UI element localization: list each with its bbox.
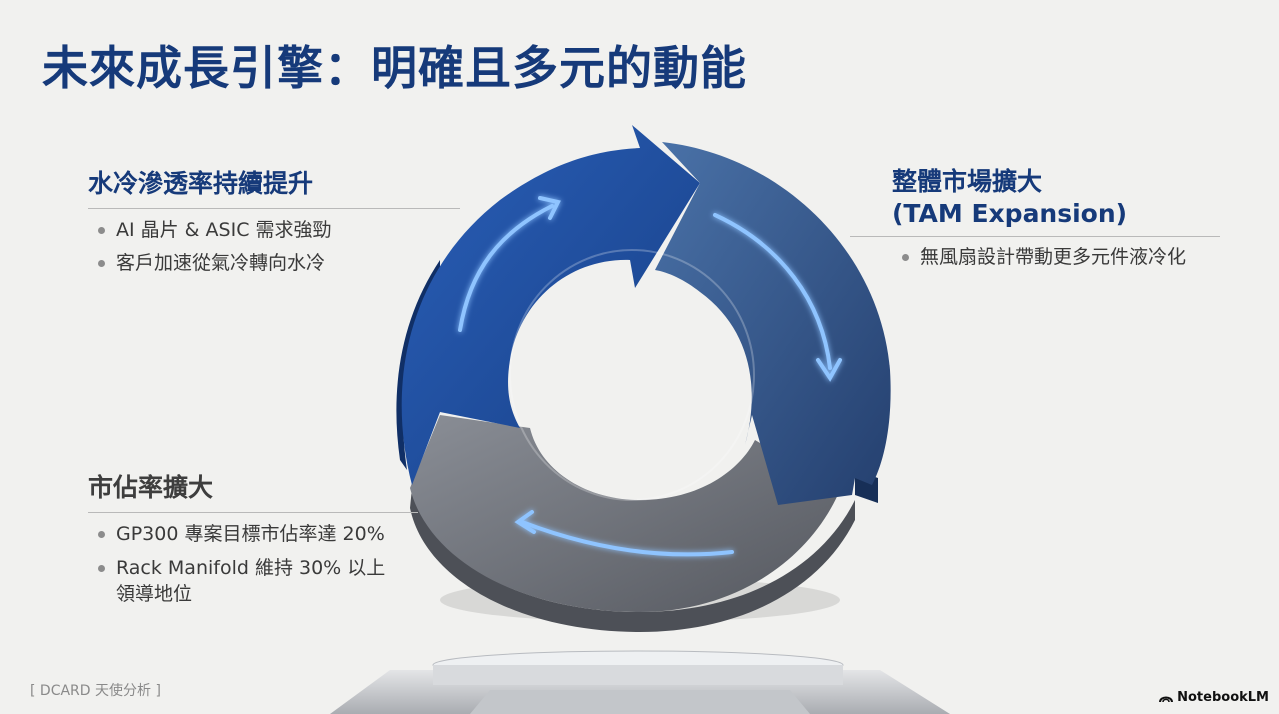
bullet-dot-icon	[98, 227, 105, 234]
divider-market-share	[88, 512, 418, 513]
pedestal	[330, 650, 950, 714]
list-item: 無風扇設計帶動更多元件液冷化	[896, 241, 1186, 274]
bullet-dot-icon	[98, 260, 105, 267]
bullets-tam-expansion: 無風扇設計帶動更多元件液冷化	[896, 241, 1186, 274]
heading-water-cooling: 水冷滲透率持續提升	[88, 169, 314, 198]
flow-arrow-up-icon	[458, 204, 554, 332]
page-title: 未來成長引擎：明確且多元的動能	[42, 41, 747, 95]
segment-market-share	[410, 488, 855, 632]
notebooklm-logo-icon	[1159, 696, 1174, 702]
segment-water-cooling	[401, 125, 700, 485]
bullets-market-share: GP300 專案目標市佔率達 20% Rack Manifold 維持 30% …	[92, 518, 385, 607]
divider-water-cooling	[88, 208, 460, 209]
bullet-dot-icon	[98, 565, 105, 572]
heading-tam-expansion: 整體市場擴大 (TAM Expansion)	[892, 167, 1128, 228]
bullets-water-cooling: AI 晶片 & ASIC 需求強勁 客戶加速從氣冷轉向水冷	[92, 214, 332, 280]
bullet-dot-icon	[98, 531, 105, 538]
flow-arrow-left-icon	[520, 520, 734, 557]
list-item: 客戶加速從氣冷轉向水冷	[92, 247, 332, 280]
heading-market-share: 市佔率擴大	[88, 473, 214, 502]
list-item: Rack Manifold 維持 30% 以上領導地位	[92, 551, 385, 607]
divider-tam-expansion	[850, 236, 1220, 237]
list-item: AI 晶片 & ASIC 需求強勁	[92, 214, 332, 247]
segment-tam-expansion	[655, 142, 891, 505]
list-item: GP300 專案目標市佔率達 20%	[92, 518, 385, 551]
brand-watermark: NotebookLM	[1159, 690, 1269, 705]
bullet-dot-icon	[902, 254, 909, 261]
source-note: [ DCARD 天使分析 ]	[30, 683, 161, 699]
flow-arrow-down-icon	[713, 213, 832, 370]
